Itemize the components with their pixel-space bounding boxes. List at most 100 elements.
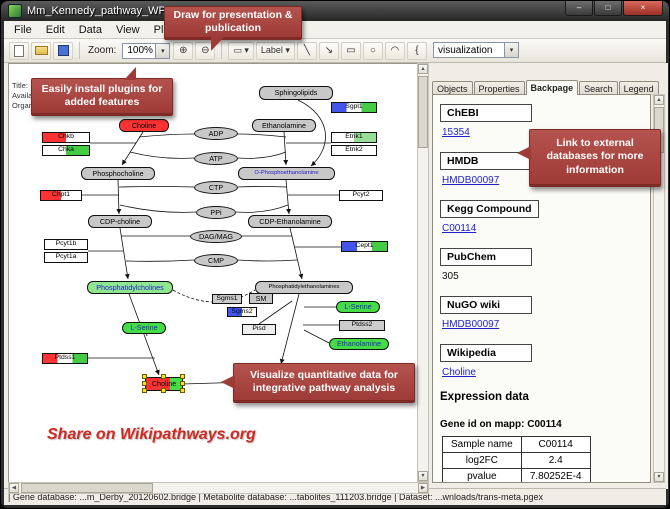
zoom-value: 100%: [127, 45, 153, 56]
selection-handle[interactable]: [180, 381, 185, 386]
gene-node-sgpl1[interactable]: Sgpl1: [331, 102, 377, 113]
selection-handle[interactable]: [180, 388, 185, 393]
gene-node-etnk2[interactable]: Etnk2: [331, 145, 377, 156]
pathway-node-phosphatidylethanolamines[interactable]: Phosphatidylethanolamines: [255, 281, 353, 294]
pathway-node-ethanolamine[interactable]: Ethanolamine: [329, 338, 389, 350]
gene-node-pcyt2[interactable]: Pcyt2: [339, 190, 383, 201]
brace-tool-button[interactable]: {: [406, 41, 427, 60]
datanode-tool-button[interactable]: ▭ ▾: [228, 41, 254, 60]
menu-view[interactable]: View: [115, 23, 140, 36]
open-pathway-button[interactable]: [31, 41, 51, 60]
selection-handle[interactable]: [161, 388, 166, 393]
backpage-db-header: PubChem: [440, 248, 532, 266]
selection-handle[interactable]: [161, 374, 166, 379]
line-tool-button[interactable]: ╲: [296, 41, 317, 60]
menu-file[interactable]: File: [14, 23, 32, 36]
pathway-node-ppi[interactable]: PPi: [196, 206, 236, 219]
pathway-edges: [82, 99, 341, 385]
gene-node-ptdss1[interactable]: Ptdss1: [42, 353, 88, 364]
backpage-db-value[interactable]: HMDB00097: [442, 175, 500, 186]
zoom-combobox[interactable]: 100% ▾: [122, 42, 171, 59]
scroll-up-button[interactable]: ▲: [418, 64, 428, 74]
pathway-node-sm[interactable]: SM: [249, 293, 273, 304]
zoom-in-button[interactable]: ⊕: [173, 41, 194, 60]
backpage-db-value[interactable]: 15354: [442, 127, 470, 138]
gene-node-etnk1[interactable]: Etnk1: [331, 132, 377, 143]
infobox-line: Organism: [12, 100, 45, 110]
pathway-node-l-serine[interactable]: L-Serine: [336, 301, 380, 313]
scroll-left-button[interactable]: ◀: [9, 483, 19, 493]
chevron-down-icon[interactable]: ▾: [504, 43, 518, 57]
callout-link-text: Link to external databases for more info…: [546, 137, 644, 176]
scroll-right-button[interactable]: ▶: [418, 483, 428, 493]
pathway-node-phosphatidylcholines[interactable]: Phosphatidylcholines: [87, 281, 173, 294]
chevron-down-icon[interactable]: ▾: [155, 43, 170, 58]
gene-node-sgms2[interactable]: Sgms2: [227, 307, 257, 317]
pathway-node-choline[interactable]: Choline: [119, 119, 169, 132]
pathway-node-phosphocholine[interactable]: Phosphocholine: [81, 167, 155, 180]
gene-node-chkb[interactable]: Chkb: [42, 132, 90, 143]
scroll-up-button[interactable]: ▲: [654, 95, 664, 105]
callout-draw-text: Draw for presentation & publication: [173, 8, 293, 34]
arc-tool-button[interactable]: ◠: [384, 41, 405, 60]
pathway-node-l-serine[interactable]: L-Serine: [122, 322, 166, 334]
save-pathway-button[interactable]: [53, 41, 73, 60]
minimize-button[interactable]: –: [565, 1, 593, 16]
pathway-node-ethanolamine[interactable]: Ethanolamine: [252, 119, 316, 132]
backpage-db-value[interactable]: HMDB00097: [442, 319, 500, 330]
pathway-node-adp[interactable]: ADP: [194, 127, 238, 140]
pathway-node-dag-mag[interactable]: DAG/MAG: [190, 230, 242, 243]
rectangle-tool-button[interactable]: ▭: [340, 41, 361, 60]
label-tool-button[interactable]: Label ▾: [255, 41, 295, 60]
selection-handle[interactable]: [180, 374, 185, 379]
selection-handle[interactable]: [142, 388, 147, 393]
pathway-node-atp[interactable]: ATP: [194, 152, 238, 165]
gene-id-line: Gene id on mapp: C00114: [440, 419, 562, 430]
menu-data[interactable]: Data: [78, 23, 102, 36]
pathway-node-sphingolipids[interactable]: Sphingolipids: [259, 86, 333, 100]
scroll-down-button[interactable]: ▼: [418, 471, 428, 481]
gene-node-ptdss2[interactable]: Ptdss2: [339, 320, 385, 331]
close-button[interactable]: ×: [623, 1, 663, 16]
menu-bar: FileEditDataViewPluginsHelp: [4, 21, 666, 39]
gene-node-sgms1[interactable]: Sgms1: [212, 294, 242, 304]
gene-node-cept1[interactable]: Cept1: [341, 241, 388, 252]
canvas-hscrollbar[interactable]: ◀ ▶: [8, 482, 429, 494]
menu-edit[interactable]: Edit: [45, 23, 65, 36]
callout-link: Link to external databases for more info…: [517, 129, 661, 187]
maximize-button[interactable]: □: [594, 1, 622, 16]
pathway-node-cdp-choline[interactable]: CDP-choline: [88, 215, 152, 228]
hscroll-thumb[interactable]: [21, 483, 153, 493]
pathway-node-cmp[interactable]: CMP: [194, 254, 238, 267]
selection-handle[interactable]: [142, 381, 147, 386]
vscroll-thumb[interactable]: [418, 76, 428, 148]
scroll-down-button[interactable]: ▼: [654, 472, 664, 482]
oval-tool-button[interactable]: ○: [362, 41, 383, 60]
pathway-node-cdp-ethanolamine[interactable]: CDP-Ethanolamine: [248, 215, 332, 228]
tab-objects[interactable]: Objects: [432, 81, 473, 96]
tab-legend[interactable]: Legend: [618, 81, 659, 96]
canvas-vscrollbar[interactable]: ▲ ▼: [417, 63, 429, 482]
tab-backpage[interactable]: Backpage: [525, 80, 579, 95]
gene-node-chka[interactable]: Chka: [42, 145, 90, 156]
gene-node-pcyt1a[interactable]: Pcyt1a: [44, 252, 88, 263]
tab-search[interactable]: Search: [579, 81, 618, 96]
tab-properties[interactable]: Properties: [473, 81, 525, 96]
pathway-node-ctp[interactable]: CTP: [194, 181, 238, 194]
page-icon: [14, 44, 24, 57]
table-cell: C00114: [520, 436, 591, 453]
backpage-db-value[interactable]: Choline: [442, 367, 476, 378]
gene-node-chpt1[interactable]: Chpt1: [40, 190, 82, 201]
visualization-combobox[interactable]: visualization ▾: [433, 42, 519, 58]
arrow-tool-button[interactable]: ↘: [318, 41, 339, 60]
new-pathway-button[interactable]: [9, 41, 29, 60]
gene-node-pisd[interactable]: Pisd: [242, 324, 276, 335]
selection-handle[interactable]: [142, 374, 147, 379]
gene-node-pcyt1b[interactable]: Pcyt1b: [44, 239, 88, 250]
backpage-db-value[interactable]: C00114: [442, 223, 477, 234]
pathway-node-o-phosphoethanolamine[interactable]: O-Phosphoethanolamine: [238, 167, 335, 180]
